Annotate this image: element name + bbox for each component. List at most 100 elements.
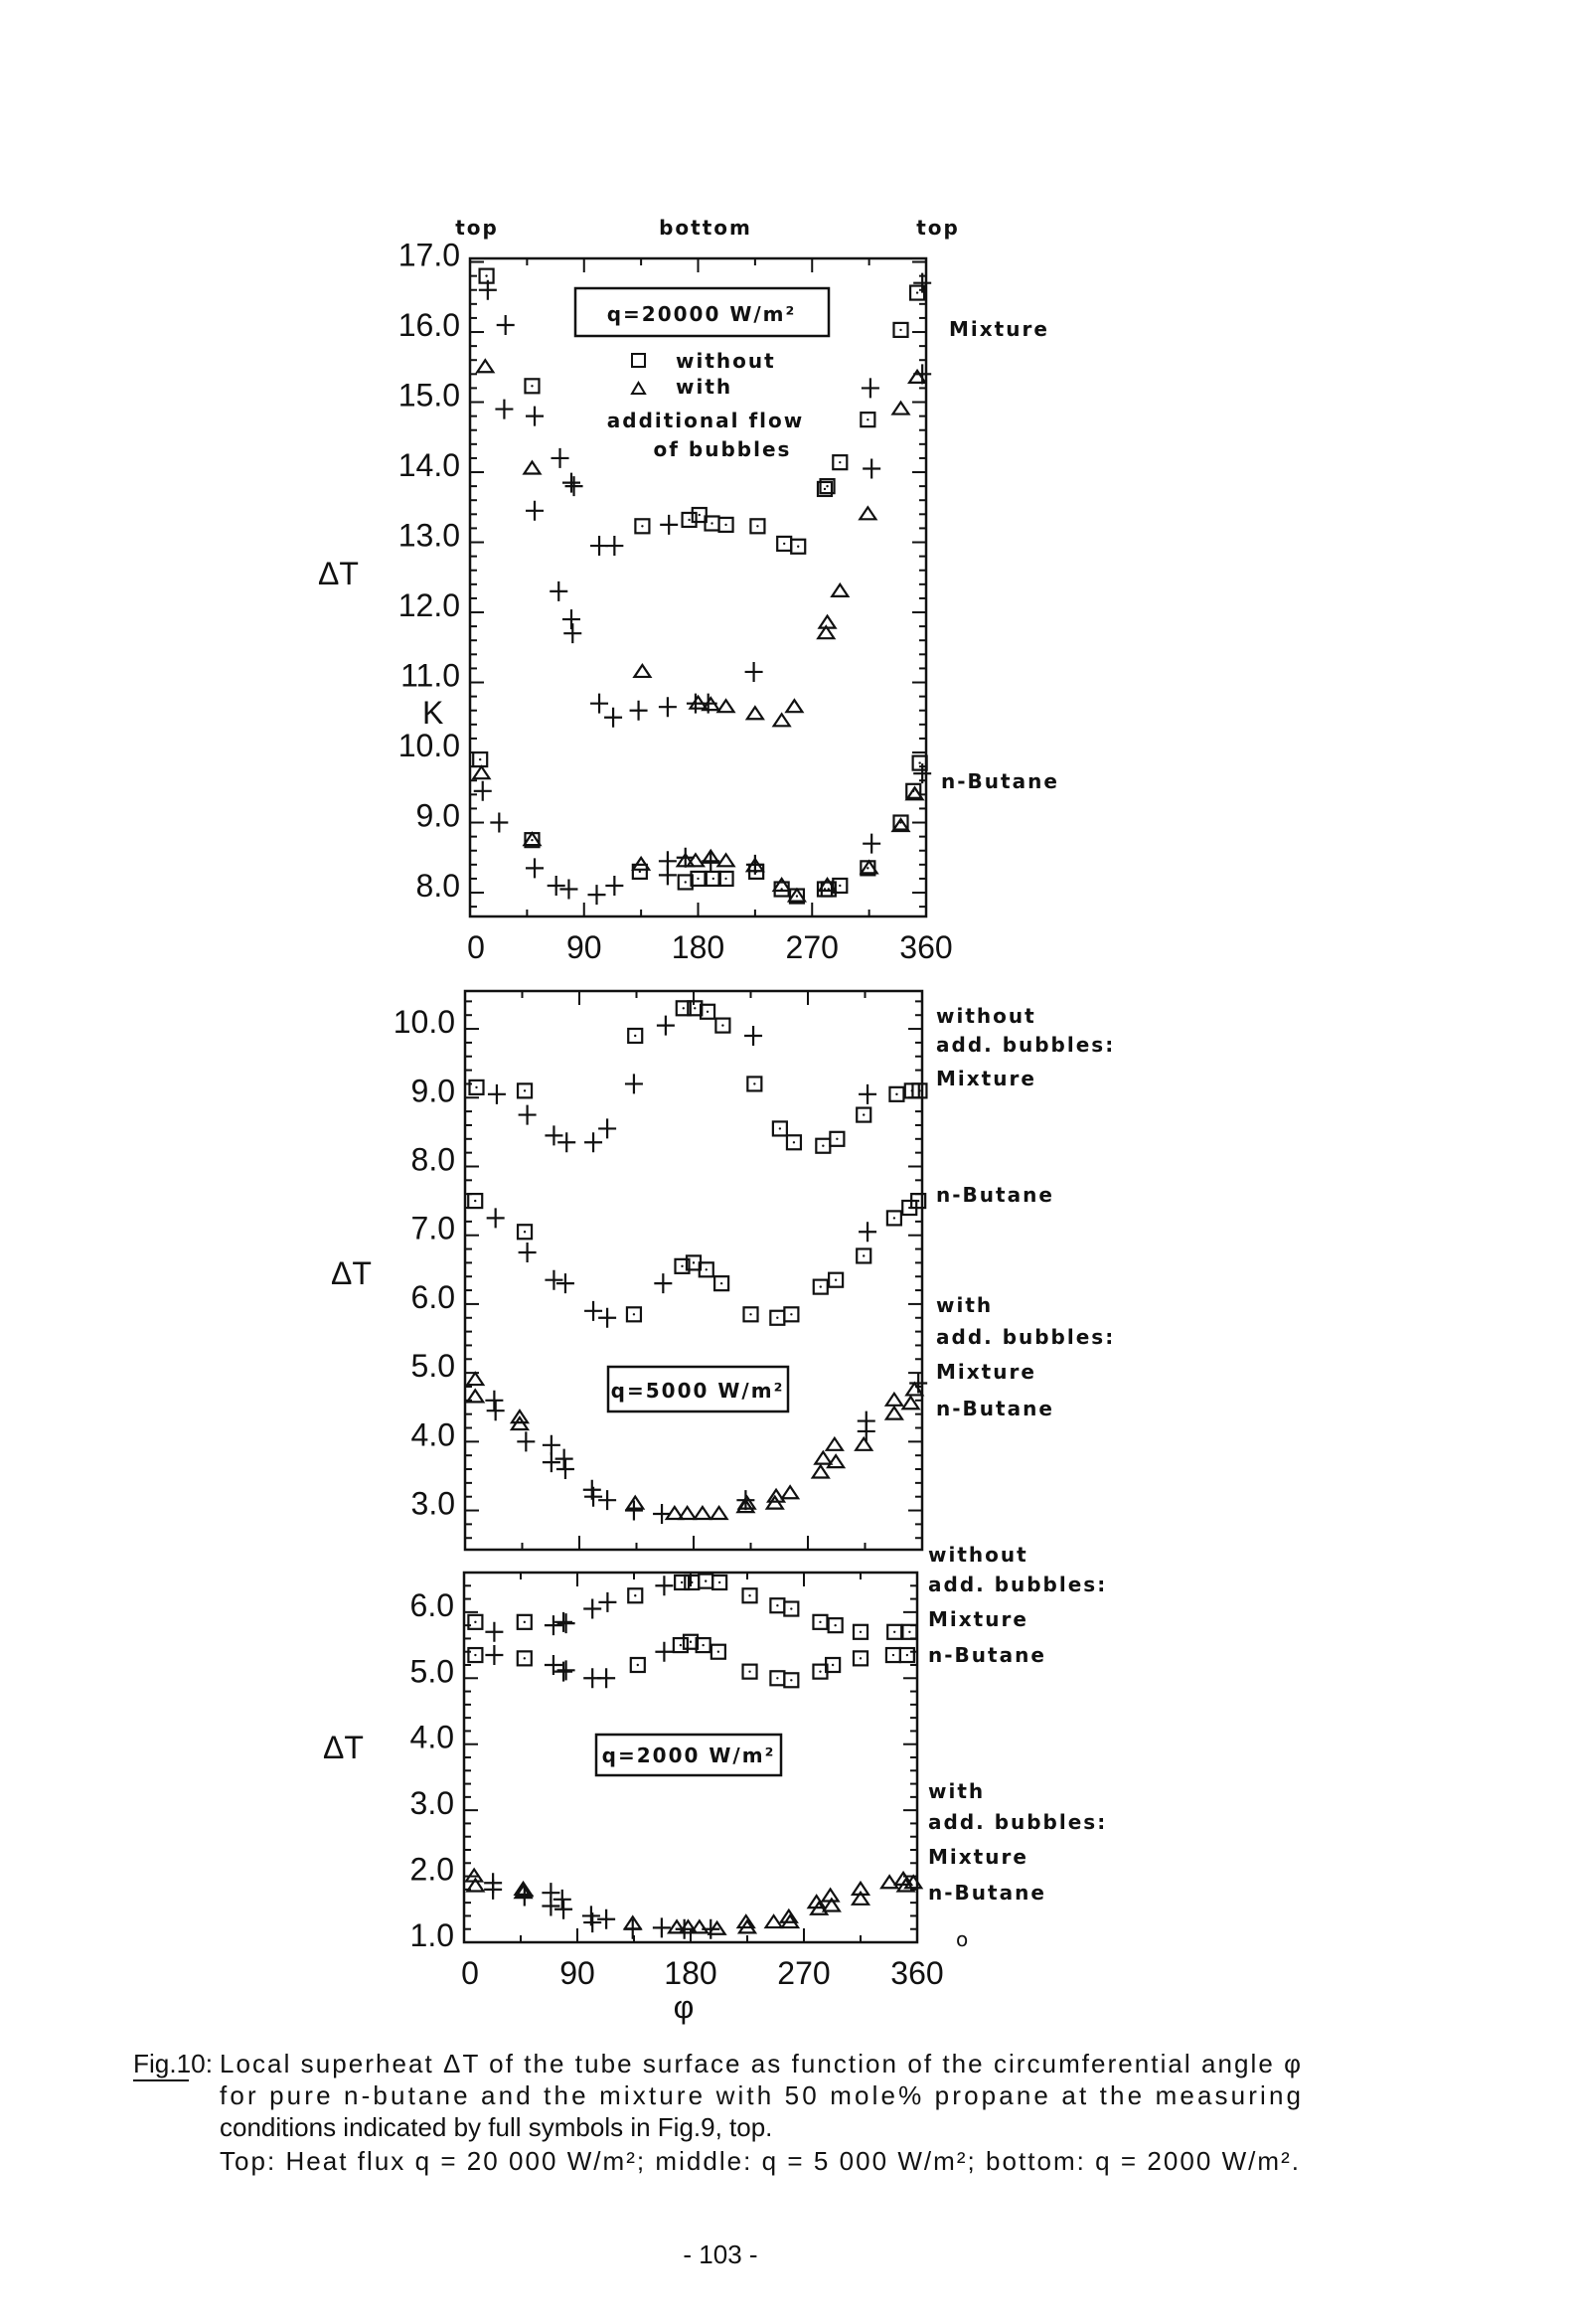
legend-line3: additional flow xyxy=(607,409,804,432)
data-point-dot xyxy=(867,417,869,421)
side-label: with xyxy=(928,1779,985,1803)
series-mixture-without-other xyxy=(485,1576,674,1642)
data-point-triangle xyxy=(904,1381,925,1397)
x-tick-label: 270 xyxy=(786,929,839,965)
data-point-plus xyxy=(545,1125,563,1146)
data-point-triangle xyxy=(859,859,879,875)
data-point-plus xyxy=(542,1896,560,1916)
data-point-dot xyxy=(822,1144,825,1147)
data-point-square xyxy=(886,1623,903,1640)
data-point-square xyxy=(711,1574,728,1591)
data-point-square xyxy=(746,1076,763,1092)
side-label: Mixture xyxy=(936,1360,1036,1384)
data-point-square xyxy=(524,378,541,395)
data-point-triangle xyxy=(465,1877,486,1893)
data-point-square xyxy=(714,1017,731,1034)
data-point-triangle xyxy=(522,831,543,847)
data-point-dot xyxy=(915,291,919,294)
data-point-plus xyxy=(542,1434,560,1455)
data-point-dot xyxy=(918,1089,921,1092)
data-point-square xyxy=(674,1574,691,1591)
data-point-plus xyxy=(624,1074,643,1094)
data-point-dot xyxy=(863,1113,866,1116)
legend-square-marker xyxy=(631,353,646,368)
data-point-square xyxy=(885,1210,902,1227)
data-point-triangle xyxy=(903,1874,924,1890)
data-point-triangle xyxy=(632,662,653,679)
data-point-plus xyxy=(859,1083,877,1104)
data-point-plus xyxy=(598,1307,617,1328)
data-point-triangle xyxy=(736,1918,758,1934)
side-label: n-Butane xyxy=(928,1881,1046,1905)
data-point-plus xyxy=(624,1500,643,1521)
data-point-square xyxy=(634,518,651,535)
data-point-square xyxy=(852,1650,869,1667)
data-point-square xyxy=(910,1192,927,1210)
data-point-plus xyxy=(556,1613,575,1634)
data-point-square xyxy=(516,1650,533,1667)
data-point-plus xyxy=(658,697,677,718)
data-point-dot xyxy=(819,1620,822,1624)
data-point-square xyxy=(695,1636,711,1654)
data-point-dot xyxy=(790,1679,793,1682)
data-point-plus xyxy=(590,536,609,557)
y-tick-label: 2.0 xyxy=(410,1852,454,1888)
data-point-plus xyxy=(526,406,545,426)
data-point-dot xyxy=(692,1261,696,1264)
data-point-plus xyxy=(554,1661,573,1682)
data-point-dot xyxy=(705,1579,708,1582)
data-point-dot xyxy=(749,1313,752,1316)
data-point-dot xyxy=(836,1137,839,1141)
legend-with: with xyxy=(676,375,732,399)
data-point-square xyxy=(771,1120,788,1137)
y-tick-label: 10.0 xyxy=(398,728,460,763)
data-point-plus xyxy=(676,847,695,868)
caption-line-3: conditions indicated by full symbols in … xyxy=(220,2112,772,2142)
data-point-dot xyxy=(756,525,759,528)
data-point-dot xyxy=(641,525,644,528)
y-tick-label: 5.0 xyxy=(410,1653,454,1689)
data-point-square xyxy=(677,874,694,891)
data-point-triangle xyxy=(816,624,837,640)
caption-line-1: Local superheat ΔT of the tube surface a… xyxy=(220,2049,1301,2078)
series-mixture-without xyxy=(478,267,926,555)
y-tick-label: 17.0 xyxy=(398,238,460,273)
data-point-square xyxy=(901,1623,918,1640)
data-point-plus xyxy=(590,693,609,714)
data-point-dot xyxy=(681,1264,684,1268)
data-point-plus xyxy=(859,1222,877,1243)
data-point-square xyxy=(629,1656,646,1674)
data-point-triangle xyxy=(890,400,911,415)
data-point-dot xyxy=(823,487,827,491)
data-point-square xyxy=(908,284,926,301)
data-point-triangle xyxy=(763,1913,784,1929)
data-point-square xyxy=(911,1082,928,1099)
y-axis-label-top: ΔT xyxy=(318,556,359,591)
data-point-square xyxy=(691,506,708,524)
side-label: Mixture xyxy=(928,1607,1028,1631)
data-point-triangle xyxy=(854,1435,874,1451)
data-point-dot xyxy=(790,1607,793,1610)
data-point-dot xyxy=(474,1653,477,1657)
data-point-square xyxy=(467,1613,484,1630)
data-point-triangle xyxy=(824,1435,845,1451)
data-point-square xyxy=(682,1633,700,1650)
data-point-dot xyxy=(908,1206,911,1210)
data-point-plus xyxy=(515,1886,534,1907)
series-n-butane-with xyxy=(471,764,925,903)
data-point-dot xyxy=(831,1663,835,1667)
data-point-dot xyxy=(523,1231,527,1234)
title-box-top xyxy=(573,286,831,338)
x-tick-label: 0 xyxy=(467,929,485,965)
data-point-triangle xyxy=(471,764,492,780)
data-point-plus xyxy=(857,1420,875,1441)
data-point-plus xyxy=(547,875,565,896)
side-label-n-butane: n-Butane xyxy=(941,769,1059,793)
series-mixture-without xyxy=(468,1000,928,1154)
data-point-dot xyxy=(892,1217,896,1220)
data-point-dot xyxy=(776,1604,779,1607)
y-tick-label: 6.0 xyxy=(411,1279,455,1315)
